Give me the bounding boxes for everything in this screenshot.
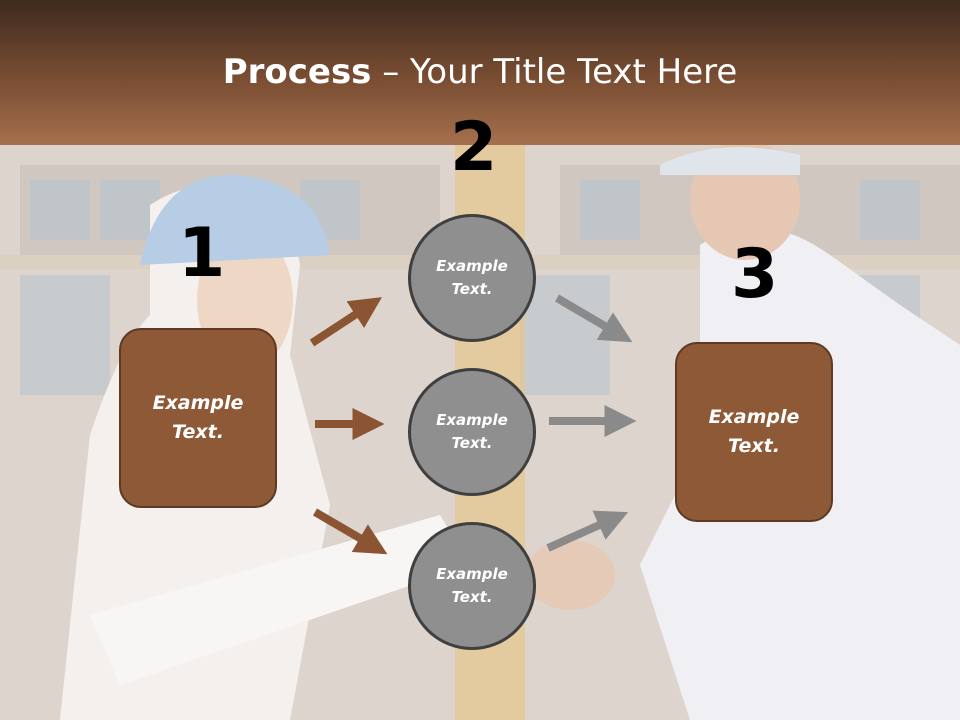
step-1-text: Example Text. [152, 392, 244, 443]
arrow-circle1-to-box3 [554, 294, 633, 343]
step-2-circle-bottom[interactable]: Example Text. [408, 522, 536, 650]
circle-top-text: Example Text. [436, 257, 508, 298]
step-2-circle-middle[interactable]: Example Text. [408, 368, 536, 496]
arrow-box1-to-circle1 [309, 297, 383, 347]
step-number-3: 3 [731, 235, 779, 314]
step-number-1: 1 [178, 214, 226, 293]
arrow-circle3-to-box3 [546, 510, 629, 552]
step-number-2: 2 [450, 108, 498, 187]
step-3-box[interactable]: Example Text. [675, 342, 833, 522]
slide-title: Process – Your Title Text Here [0, 52, 960, 92]
title-bold: Process [222, 52, 372, 92]
title-rest: – Your Title Text Here [371, 52, 738, 92]
step-3-text: Example Text. [708, 406, 800, 457]
step-1-box[interactable]: Example Text. [119, 328, 277, 508]
arrow-box1-to-circle3 [312, 508, 388, 555]
circle-middle-text: Example Text. [436, 411, 508, 452]
title-bar: Process – Your Title Text Here [0, 0, 960, 145]
circle-bottom-text: Example Text. [436, 565, 508, 606]
step-2-circle-top[interactable]: Example Text. [408, 214, 536, 342]
